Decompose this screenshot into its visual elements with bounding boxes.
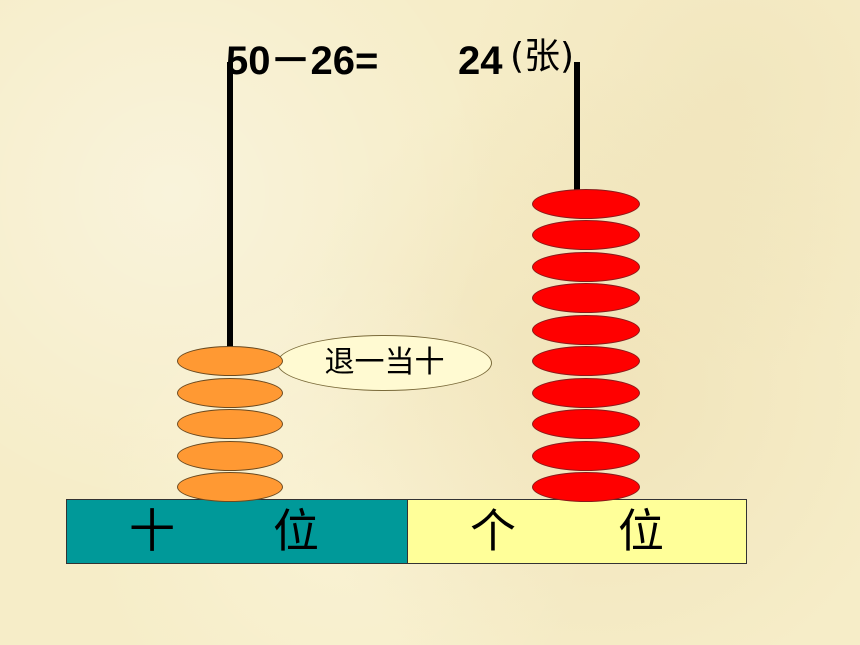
ones-label-char-1: 个 — [470, 504, 516, 558]
tens-bead — [177, 440, 283, 471]
equation-expression: 50－26= — [226, 39, 379, 83]
regroup-callout: 退一当十 — [277, 335, 492, 391]
ones-bead — [532, 377, 640, 408]
ones-place-label: 个 位 — [407, 499, 747, 564]
equation-unit: (张) — [510, 36, 575, 77]
tens-rod — [227, 62, 233, 362]
tens-bead — [177, 472, 283, 502]
ones-bead — [532, 251, 640, 282]
ones-bead — [532, 472, 640, 502]
tens-label-char-2: 位 — [273, 504, 319, 558]
ones-bead — [532, 314, 640, 345]
tens-bead — [177, 346, 283, 376]
ones-bead — [532, 409, 640, 439]
ones-bead — [532, 188, 640, 219]
ones-bead — [532, 346, 640, 376]
equation-answer: 24 — [458, 39, 503, 83]
ones-rod — [574, 62, 580, 202]
ones-bead — [532, 283, 640, 313]
ones-bead — [532, 440, 640, 471]
tens-bead — [177, 409, 283, 439]
tens-place-label: 十 位 — [66, 499, 408, 564]
ones-label-char-2: 位 — [618, 504, 664, 558]
ones-bead — [532, 220, 640, 250]
tens-bead — [177, 377, 283, 408]
tens-label-char-1: 十 — [129, 504, 175, 558]
